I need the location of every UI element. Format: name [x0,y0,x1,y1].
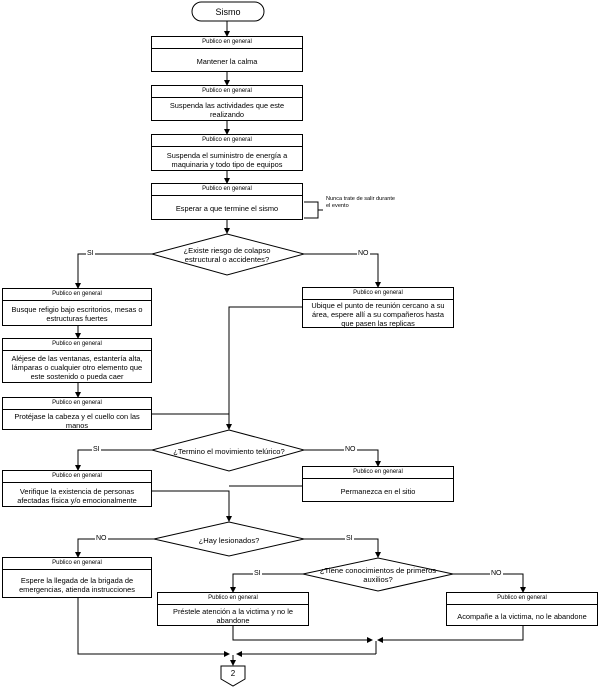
connector-line [152,413,232,430]
role-label: Publico en general [158,593,308,605]
step-text: Protéjase la cabeza y el cuello con las … [14,411,140,430]
branch-label-si: SI [345,535,354,543]
branch-label-no: NO [344,446,357,454]
step-protejase-cabeza: Publico en general Protéjase la cabeza y… [2,397,152,430]
step-alejese-ventanas: Publico en general Aléjese de las ventan… [2,338,152,383]
connector-line [304,253,381,288]
step-suspenda-actividades: Publico en general Suspenda las activida… [151,85,303,121]
decision-termino-text: ¿Termino el movimiento telúrico? [173,446,285,456]
decision-lesionados-text: ¿Hay lesionados? [198,535,260,545]
role-label: Publico en general [3,398,151,410]
start-terminator [191,1,265,22]
step-text: Espere la llegada de la brigada de emerg… [19,575,135,594]
connector-line [228,306,302,429]
connector-line [304,538,381,558]
role-label: Publico en general [152,135,302,147]
step-text: Verifique la existencia de personas afec… [17,486,137,505]
step-acompane-victima: Publico en general Acompañe a la victima… [446,592,598,626]
connector-line [75,449,152,471]
role-label: Publico en general [303,467,453,479]
branch-label-no: NO [490,570,503,578]
offpage-connector [220,665,246,687]
branch-label-no: NO [95,535,108,543]
step-espere-brigada: Publico en general Espere la llegada de … [2,557,152,598]
offpage-connector-label: 2 [230,669,236,678]
connector-line [304,449,381,467]
role-label: Publico en general [3,289,151,301]
step-text: Mantener la calma [196,56,258,66]
step-prestele-atencion: Publico en general Préstele atención a l… [157,592,309,626]
step-permanezca-sitio: Publico en general Permanezca en el siti… [302,466,454,502]
branch-label-si: SI [92,446,101,454]
step-suspenda-energia: Publico en general Suspenda el suministr… [151,134,303,171]
branch-label-si: SI [86,250,95,258]
connector-line [377,626,524,643]
connector-line [77,598,230,657]
step-busque-refugio: Publico en general Busque refigio bajo e… [2,288,152,326]
step-text: Acompañe a la victima, no le abandone [457,611,587,621]
step-text: Aléjese de las ventanas, estantería alta… [11,354,143,381]
role-label: Publico en general [3,339,151,351]
decision-diamond [150,233,306,276]
connector-line [232,626,373,643]
role-label: Publico en general [152,37,302,49]
step-text: Esperar a que termine el sismo [175,204,279,213]
note-bracket [304,201,319,219]
step-text: Préstele atención a la victima y no le a… [173,607,293,625]
connector-line [230,573,303,593]
role-label: Publico en general [152,86,302,98]
step-punto-reunion: Publico en general Ubique el punto de re… [302,287,454,328]
role-label: Publico en general [447,593,597,605]
decision-diamond [153,521,305,557]
start-label: Sismo [215,6,241,17]
step-text: Suspenda el suministro de energía a maqu… [166,150,288,169]
connector-line [75,253,152,289]
role-label: Publico en general [303,288,453,300]
step-mantener-calma: Publico en general Mantener la calma [151,36,303,72]
decision-diamond [150,429,306,472]
decision-primeros-auxilios-text: ¿Tiene conocimientos de primeros auxilio… [319,566,437,584]
step-text: Ubique el punto de reunión cercano a su … [311,301,445,328]
branch-label-si: SI [253,570,262,578]
role-label: Publico en general [3,558,151,570]
connector-line [75,538,154,558]
step-text: Permanezca en el sitio [340,486,416,496]
annotation-note: Nunca trate de salir durante el evento [326,196,396,209]
role-label: Publico en general [152,184,302,196]
role-label: Publico en general [3,471,151,483]
step-text: Busque refigio bajo escritorios, mesas o… [11,305,143,323]
step-text: Suspenda las actividades que este realiz… [169,101,285,119]
connector-line [152,490,232,522]
decision-colapso-text: ¿Existe riesgo de colapso estructural o … [183,246,271,264]
step-esperar-sismo: Publico en general Esperar a que termine… [151,183,303,220]
connector-line [453,573,526,593]
decision-diamond [302,557,454,592]
branch-label-no: NO [357,250,370,258]
step-verifique-personas: Publico en general Verifique la existenc… [2,470,152,507]
